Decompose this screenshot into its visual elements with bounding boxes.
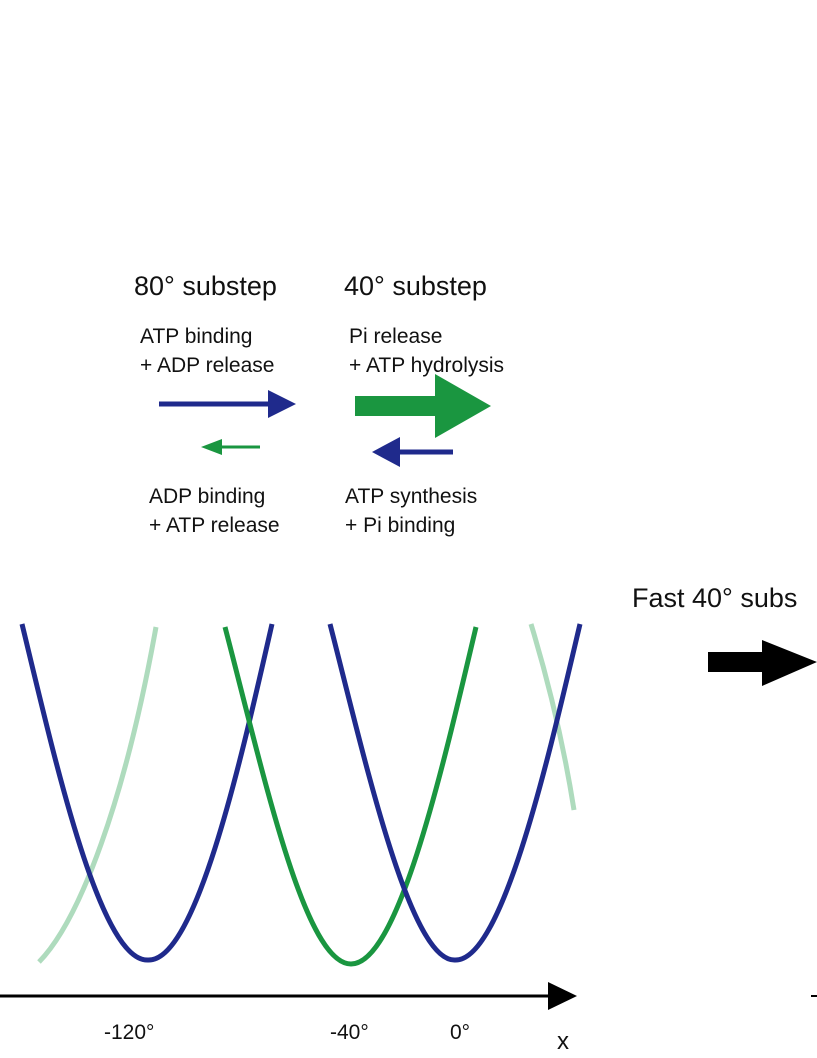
arrow-adp-binding-reverse bbox=[201, 439, 260, 455]
curve-green-middle bbox=[222, 626, 479, 967]
fast-substep-arrow bbox=[708, 640, 817, 686]
pi-release-label: Pi release + ATP hydrolysis bbox=[349, 325, 505, 377]
tick-label-0: 0° bbox=[450, 1021, 471, 1044]
atp-synthesis-label: ATP synthesis + Pi binding bbox=[345, 485, 478, 537]
curve-blue-left bbox=[19, 623, 275, 963]
curve-light-green-left bbox=[37, 626, 159, 964]
curve-light-green-right bbox=[528, 623, 577, 811]
fast-substep-label: Fast 40° subs bbox=[632, 583, 798, 613]
substep-40-title: 40° substep bbox=[344, 271, 487, 301]
curve-blue-right bbox=[327, 623, 583, 963]
x-axis bbox=[0, 982, 577, 1010]
arrow-atp-binding-forward bbox=[159, 390, 296, 418]
tick-label-minus-120: -120° bbox=[104, 1021, 155, 1044]
arrow-pi-release-forward bbox=[355, 374, 491, 438]
tick-label-minus-40: -40° bbox=[330, 1021, 369, 1044]
atp-binding-label: ATP binding + ADP release bbox=[140, 325, 275, 377]
x-axis-label: x bbox=[557, 1028, 569, 1055]
adp-binding-label: ADP binding + ATP release bbox=[149, 485, 280, 537]
arrow-atp-synthesis-reverse bbox=[372, 437, 453, 467]
substep-80-title: 80° substep bbox=[134, 271, 277, 301]
